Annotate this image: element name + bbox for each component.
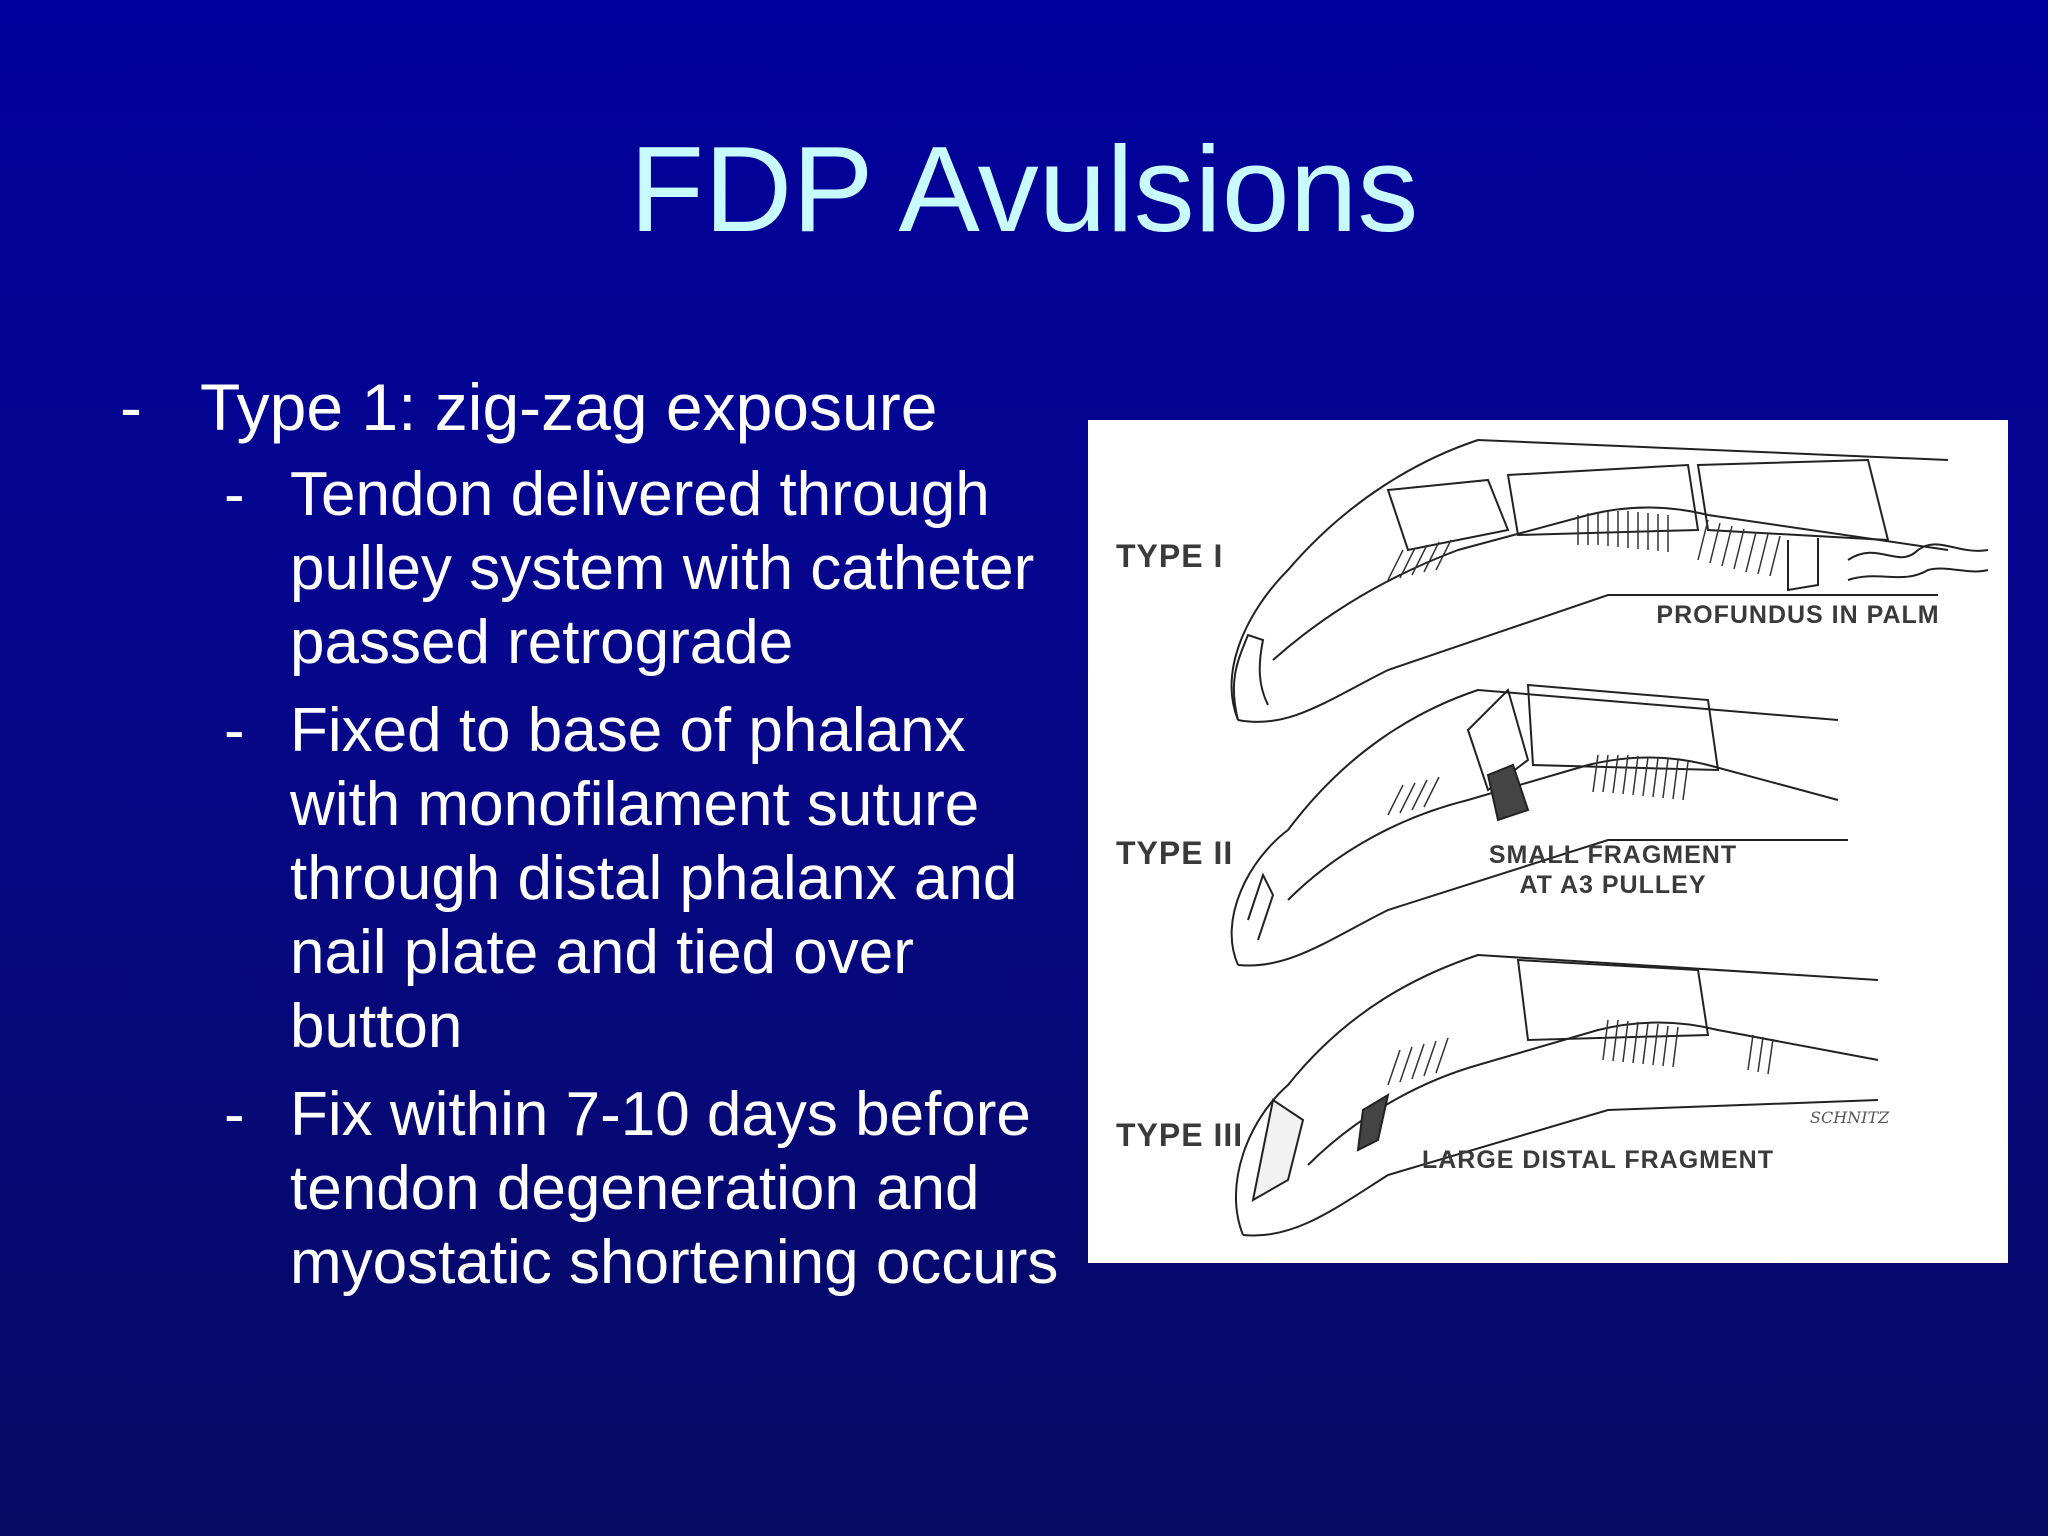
type-3-label: TYPE III	[1116, 1117, 1244, 1153]
fdp-avulsion-diagram: TYPE I PROFUNDUS IN PALM TYPE II SMALL F…	[1088, 420, 2008, 1263]
type-1-caption: PROFUNDUS IN PALM	[1656, 601, 1940, 629]
bullet-dash: -	[224, 460, 245, 529]
sub-bullet-item: - Fixed to base of phalanx with monofila…	[120, 694, 1080, 1064]
sub-bullet-item: - Fix within 7-10 days before tendon deg…	[120, 1078, 1080, 1300]
bullet-text: Fixed to base of phalanx with monofilame…	[290, 696, 1018, 1061]
type-2-label: TYPE II	[1116, 835, 1234, 871]
type-3-caption: LARGE DISTAL FRAGMENT	[1421, 1146, 1774, 1174]
finger-drawing-type-3	[1235, 953, 1879, 1237]
slide-title: FDP Avulsions	[629, 121, 1419, 257]
sub-bullet-item: - Tendon delivered through pulley system…	[120, 458, 1080, 680]
type-1-label: TYPE I	[1116, 538, 1224, 574]
bullet-dash: -	[224, 1080, 245, 1149]
bullet-text: Type 1: zig-zag exposure	[200, 370, 938, 444]
finger-drawing-type-2	[1230, 683, 1848, 967]
bullet-text: Fix within 7-10 days before tendon degen…	[290, 1080, 1059, 1297]
bullet-dash: -	[224, 696, 245, 765]
finger-illustrations	[1230, 438, 1989, 1237]
illustrator-signature: SCHNITZ	[1810, 1108, 1890, 1127]
finger-drawing-type-1	[1230, 438, 1989, 723]
bullet-list: - Type 1: zig-zag exposure - Tendon deli…	[120, 370, 1080, 1300]
bullet-item: - Type 1: zig-zag exposure	[120, 370, 1080, 444]
type-2-caption: SMALL FRAGMENT AT A3 PULLEY	[1488, 841, 1738, 899]
bullet-text: Tendon delivered through pulley system w…	[290, 460, 1035, 677]
bullet-dash: -	[120, 370, 142, 444]
